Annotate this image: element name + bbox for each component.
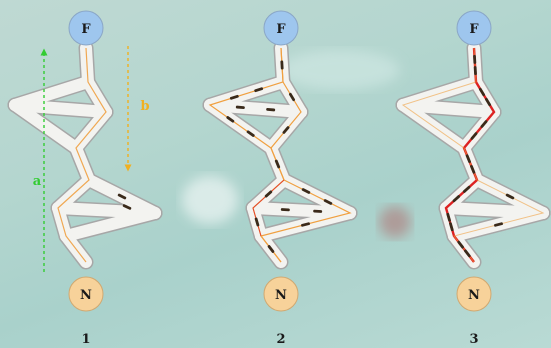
- food-node: F: [264, 11, 298, 45]
- arrow-b-label: b: [140, 99, 149, 114]
- ant-icon: [280, 60, 283, 69]
- panel-number: 2: [276, 332, 285, 347]
- nest-node-label: N: [275, 288, 287, 303]
- panel-3: F N 3: [403, 11, 543, 347]
- ant-icon: [313, 210, 322, 213]
- panel-number: 3: [469, 332, 478, 347]
- arrow-b: b: [128, 46, 150, 168]
- arrow-a: a: [33, 52, 44, 272]
- ant-icon: [474, 66, 477, 75]
- nest-node: N: [457, 277, 491, 311]
- nest-node: N: [69, 277, 103, 311]
- food-node: F: [69, 11, 103, 45]
- panel-number: 1: [81, 332, 90, 347]
- ant-icon: [281, 208, 290, 211]
- nest-node: N: [264, 277, 298, 311]
- food-node: F: [457, 11, 491, 45]
- food-node-label: F: [81, 22, 91, 37]
- path-network: [403, 48, 543, 262]
- ant-icon: [473, 55, 476, 64]
- food-node-label: F: [469, 22, 479, 37]
- nest-node-label: N: [80, 288, 92, 303]
- nest-node-label: N: [468, 288, 480, 303]
- path-network: [15, 48, 155, 262]
- arrow-a-label: a: [33, 174, 42, 189]
- food-node-label: F: [276, 22, 286, 37]
